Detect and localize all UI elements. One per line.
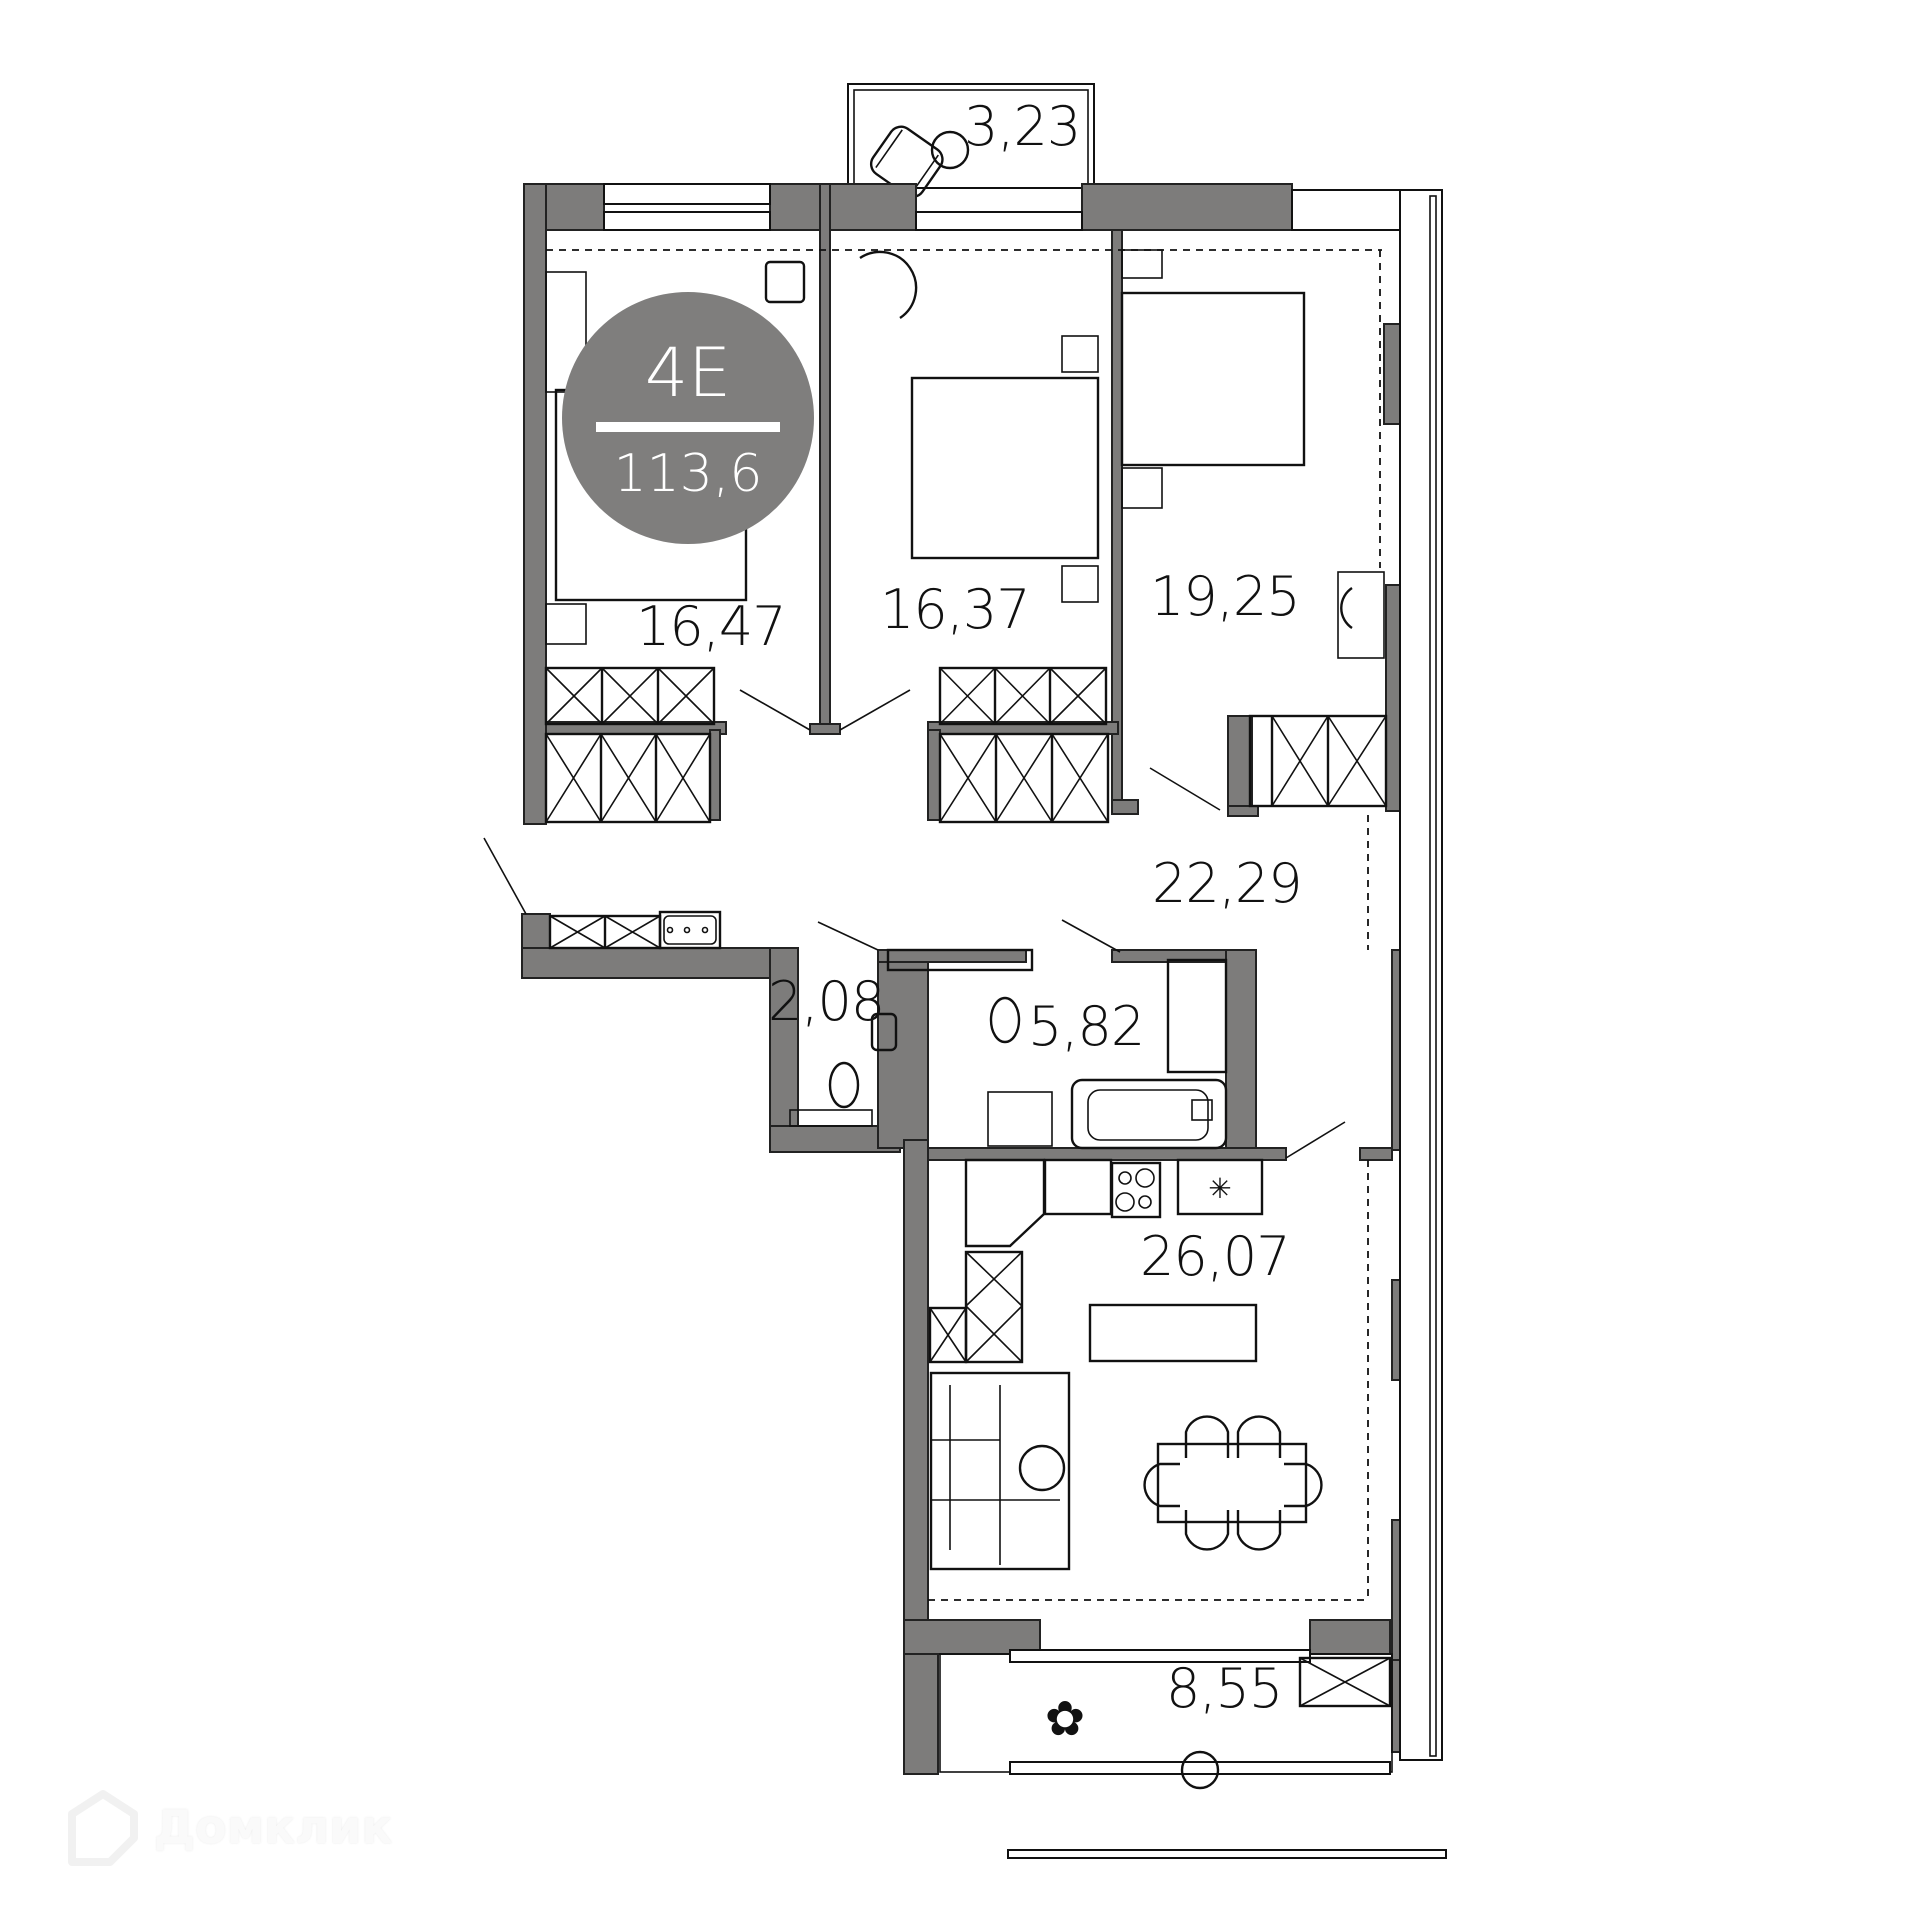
- washbasin-icon: [987, 1091, 1053, 1147]
- wardrobe-icon: [938, 666, 1110, 824]
- window-top-left: [603, 183, 771, 231]
- apartment-badge: 4Е 113,6: [562, 292, 814, 544]
- loggia-window: [1009, 1649, 1311, 1663]
- watermark: Домклик: [66, 1788, 393, 1866]
- nightstand-icon: [1061, 335, 1099, 373]
- loggia-rail: [1007, 1849, 1447, 1859]
- window-right-frame: [1291, 189, 1443, 1761]
- toilet-icon: [828, 1061, 860, 1109]
- fridge-icon: [1176, 1158, 1264, 1216]
- storage-box-icon: [1298, 1656, 1392, 1708]
- side-table-icon: [1180, 1750, 1220, 1790]
- cabinet-icon: [928, 1250, 1024, 1364]
- laundry-cabinet-icon: [1166, 958, 1228, 1074]
- installation-box-icon: [789, 1109, 873, 1127]
- watermark-text: Домклик: [154, 1800, 393, 1854]
- room-area-hallway: 22,29: [1152, 852, 1303, 915]
- room-area-bedroom-1: 16,47: [636, 595, 787, 658]
- bed-icon: [910, 376, 1100, 560]
- room-area-loggia: 8,55: [1166, 1657, 1283, 1720]
- sink-small-icon: [870, 1012, 898, 1052]
- side-table-icon: [930, 130, 970, 170]
- room-area-balcony-top: 3,23: [964, 95, 1081, 158]
- kitchen-island-icon: [1088, 1303, 1258, 1363]
- bathtub-inner: [1087, 1089, 1209, 1141]
- bed-icon: [1120, 291, 1306, 467]
- toilet-icon: [989, 996, 1021, 1044]
- room-area-bathroom: 5,82: [1028, 995, 1145, 1058]
- apartment-type: 4Е: [644, 334, 732, 413]
- coffee-table-icon: [1018, 1444, 1066, 1492]
- nightstand-icon: [1061, 565, 1099, 603]
- nightstand-icon: [1121, 249, 1163, 279]
- chair-icon: [859, 250, 918, 319]
- house-logo-icon: [68, 1790, 138, 1866]
- desk-icon: [1337, 571, 1385, 659]
- stove-small-icon: [764, 260, 806, 304]
- dining-table-icon: [1143, 1415, 1323, 1551]
- room-area-bedroom-2: 16,37: [880, 578, 1031, 641]
- wardrobe-icon: [1248, 714, 1388, 808]
- corner-sink-icon: [964, 1158, 1046, 1248]
- snowflake-icon: ✳: [1208, 1172, 1231, 1205]
- chair-icon: [1340, 587, 1353, 629]
- bathtub-icon: [1070, 1078, 1228, 1150]
- nightstand-icon: [545, 603, 587, 645]
- door-leaf: [483, 689, 1346, 1159]
- loggia-window: [1009, 1761, 1391, 1775]
- window-top-middle: [915, 211, 1083, 231]
- sink-icon: [658, 910, 722, 950]
- badge-divider: [596, 422, 780, 432]
- faucet-icon: [1191, 1099, 1213, 1121]
- countertop-icon: [1043, 1158, 1113, 1216]
- cabinet-icon: [548, 914, 662, 950]
- corner-sofa-icon: [929, 1371, 1071, 1571]
- plant-icon: ✿: [1045, 1691, 1085, 1747]
- room-area-bedroom-3: 19,25: [1150, 565, 1301, 628]
- room-area-kitchen-living: 26,07: [1140, 1225, 1291, 1288]
- total-area: 113,6: [613, 444, 763, 504]
- room-area-wc: 2,08: [768, 970, 885, 1033]
- vent-box-icon: [886, 948, 1034, 972]
- nightstand-icon: [1121, 467, 1163, 509]
- wardrobe-icon: [544, 666, 716, 824]
